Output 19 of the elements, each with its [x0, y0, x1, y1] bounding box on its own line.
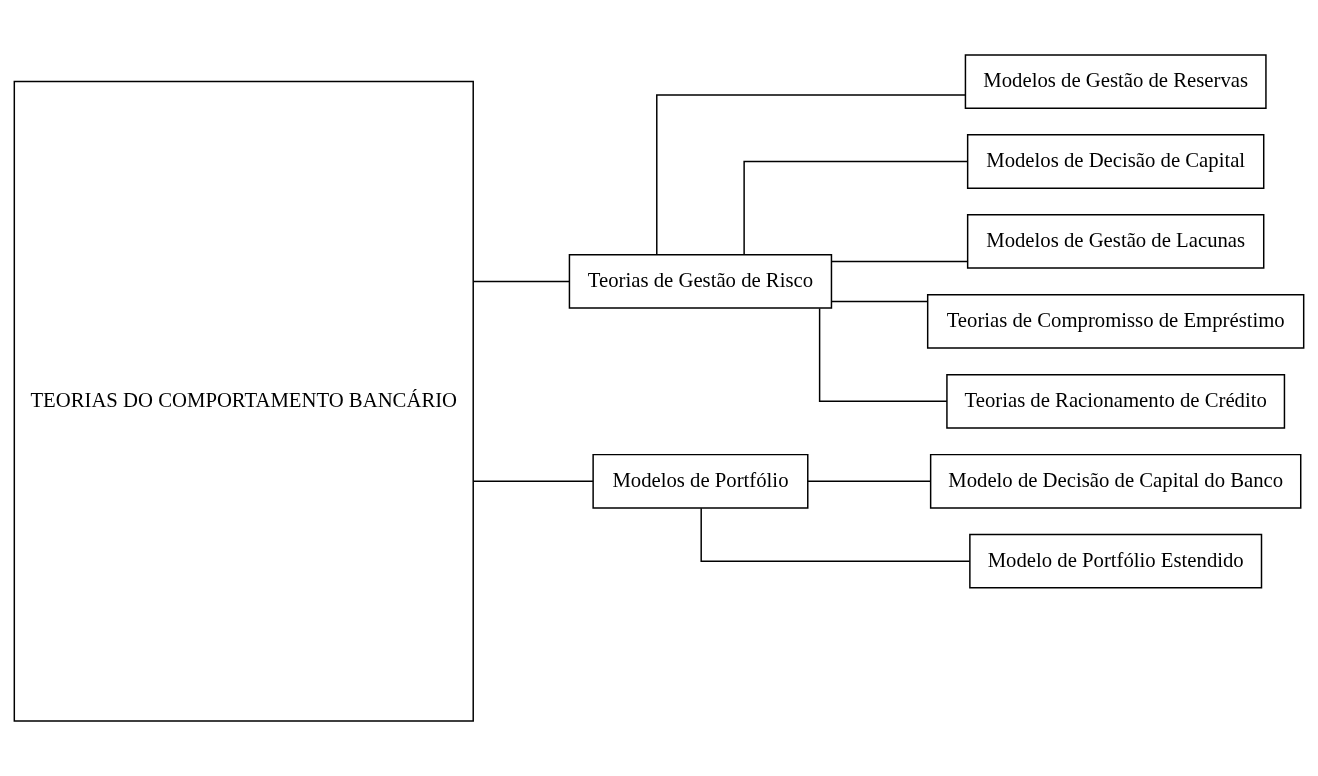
connector	[656, 94, 967, 256]
node-box: Teorias de Racionamento de Crédito	[946, 373, 1286, 429]
connector	[700, 507, 971, 562]
node-box: Modelos de Gestão de Lacunas	[966, 214, 1265, 269]
node-box: Teorias de Gestão de Risco	[568, 254, 833, 309]
connector	[818, 307, 948, 403]
node-box: Modelo de Decisão de Capital do Banco	[929, 453, 1302, 509]
connector	[807, 480, 932, 482]
node-box: Modelos de Gestão de Reservas	[964, 54, 1267, 109]
connector	[743, 160, 968, 255]
node-box: Teorias de Compromisso de Empréstimo	[926, 294, 1305, 349]
connector	[831, 300, 929, 303]
connector	[831, 260, 968, 263]
connector	[472, 480, 594, 482]
connector	[472, 280, 570, 283]
node-box: TEORIAS DO COMPORTAMENTO BANCÁRIO	[13, 80, 474, 722]
node-box: Modelos de Decisão de Capital	[966, 134, 1265, 189]
node-box: Modelo de Portfólio Estendido	[969, 533, 1263, 589]
node-box: Modelos de Portfólio	[592, 453, 809, 509]
